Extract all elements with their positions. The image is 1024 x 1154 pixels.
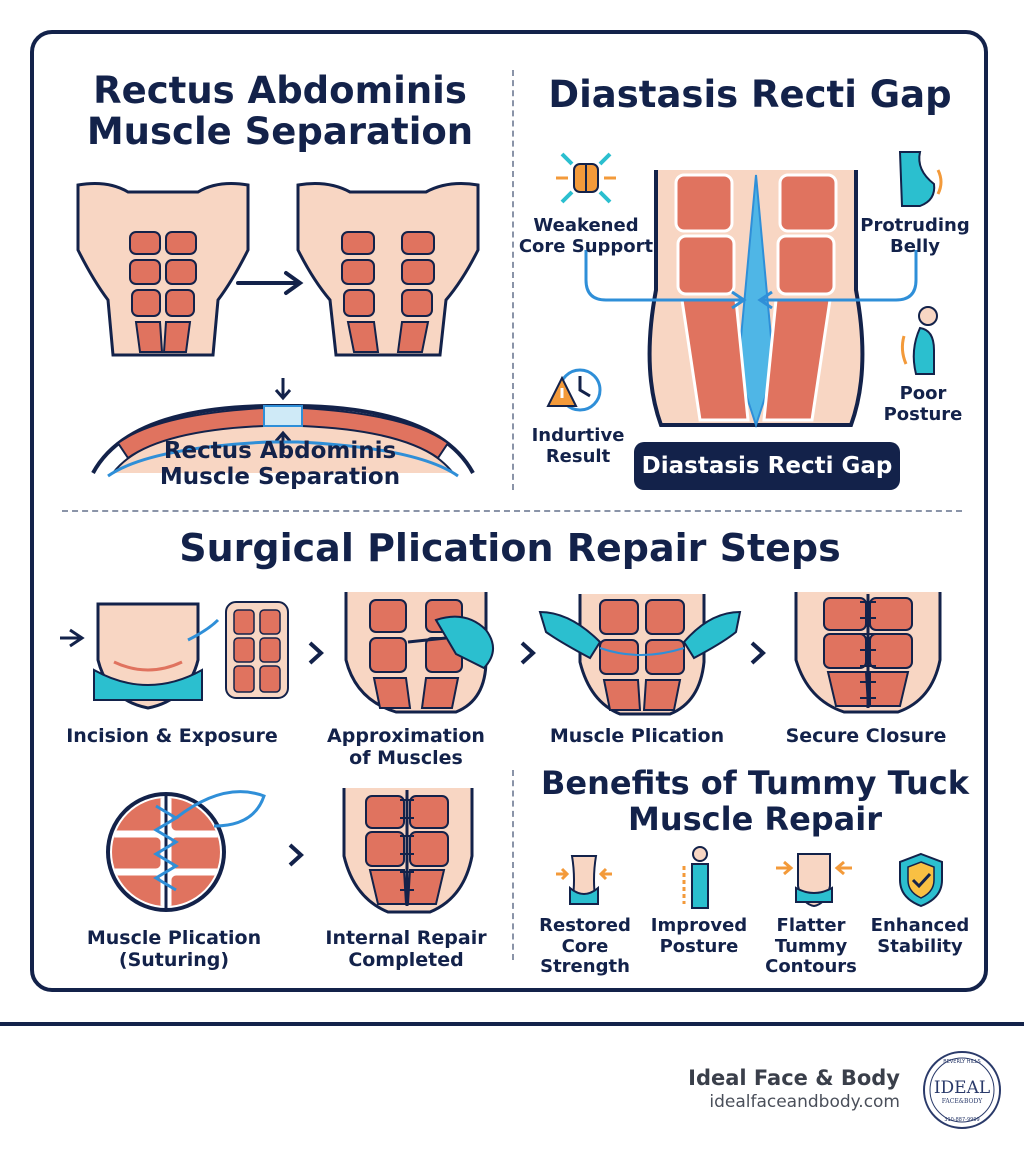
title-muscle-separation: Rectus Abdominis Muscle Separation (86, 69, 474, 154)
brand-name: Ideal Face & Body (688, 1066, 900, 1090)
effect-protruding-belly: Protruding Belly (860, 215, 970, 257)
chevron-right-icon (288, 843, 304, 867)
logo-top-text: BEVERLY HILLS (943, 1059, 980, 1065)
protruding-belly-icon (898, 151, 943, 207)
title-benefits: Benefits of Tummy Tuck Muscle Repair (541, 764, 969, 838)
improved-posture-icon (682, 846, 709, 909)
vertical-divider-bottom (512, 770, 514, 960)
torso-normal-illustration (76, 182, 250, 357)
step-label-2: Approximation of Muscles (327, 725, 485, 769)
muscle-plication-illustration (538, 594, 742, 716)
title-diastasis-gap: Diastasis Recti Gap (548, 73, 952, 116)
vertical-divider-top (512, 70, 514, 490)
diastasis-torso-illustration (647, 170, 865, 429)
benefit-label-3: Flatter Tummy Contours (765, 915, 857, 978)
weakened-core-icon (556, 152, 616, 204)
arrow-right-icon (236, 271, 304, 295)
internal-repair-illustration (342, 788, 474, 914)
chevron-right-icon (308, 641, 324, 665)
flatter-tummy-icon (776, 853, 852, 908)
effect-indurtive-result: Indurtive Result (531, 425, 625, 467)
benefit-label-1: Restored Core Strength (539, 915, 631, 978)
logo-sub-text: FACE&BODY (942, 1098, 984, 1105)
horizontal-divider (62, 510, 962, 512)
torso-separated-illustration (296, 182, 480, 357)
diastasis-gap-badge: Diastasis Recti Gap (634, 442, 900, 490)
brand-block: Ideal Face & Body idealfaceandbody.com (688, 1066, 900, 1112)
logo-bottom-text: 310-887-9999 (944, 1117, 979, 1123)
step-label-4: Secure Closure (785, 725, 947, 747)
title-plication-steps: Surgical Plication Repair Steps (179, 526, 841, 570)
secure-closure-illustration (794, 592, 942, 714)
logo-main-text: IDEAL (934, 1078, 990, 1098)
effect-weakened-core: Weakened Core Support (518, 215, 654, 257)
brand-logo: BEVERLY HILLS IDEAL FACE&BODY 310-887-99… (923, 1051, 1001, 1129)
chevron-right-icon (520, 641, 536, 665)
core-strength-icon (556, 855, 612, 905)
suturing-illustration (106, 790, 266, 912)
chevron-right-icon (750, 641, 766, 665)
caption-muscle-separation: Rectus Abdominis Muscle Separation (159, 438, 401, 491)
step-label-3: Muscle Plication (549, 725, 725, 747)
benefit-label-4: Enhanced Stability (870, 915, 970, 957)
approximation-illustration (344, 592, 494, 714)
benefit-label-2: Improved Posture (650, 915, 748, 957)
poor-posture-icon (900, 306, 938, 375)
footer-divider (0, 1022, 1024, 1026)
step-label-5: Muscle Plication (Suturing) (86, 927, 262, 971)
brand-url[interactable]: idealfaceandbody.com (709, 1092, 900, 1112)
step-label-6: Internal Repair Completed (325, 927, 487, 971)
effect-poor-posture: Poor Posture (883, 383, 963, 425)
diastasis-arrows-icon (584, 250, 918, 310)
step-label-1: Incision & Exposure (66, 725, 278, 747)
warning-result-icon (546, 368, 602, 412)
incision-illustration (60, 601, 289, 710)
muscle-cross-section-illustration (91, 378, 475, 478)
shield-icon (899, 852, 943, 908)
